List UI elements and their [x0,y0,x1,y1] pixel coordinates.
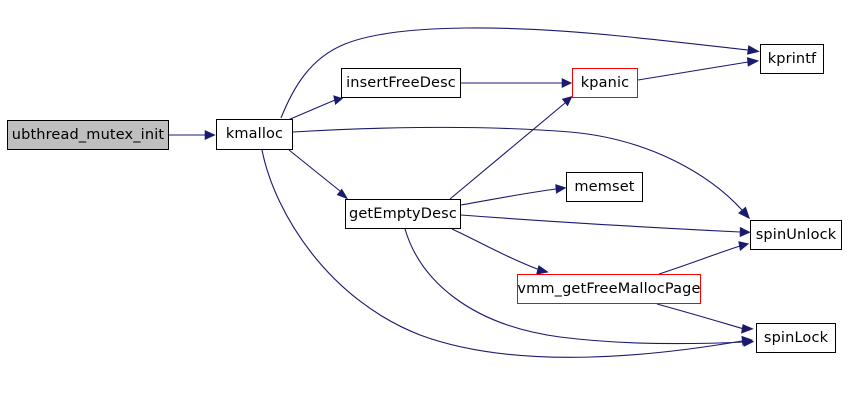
node-spin-unlock[interactable]: spinUnlock [750,220,842,250]
node-label: kpanic [580,74,630,91]
node-label: spinUnlock [755,226,837,243]
edge-getEmptyDesc-kpanic [449,96,573,200]
node-label: kmalloc [225,126,284,143]
node-label: ubthread_mutex_init [11,126,165,143]
node-ubthread-mutex-init[interactable]: ubthread_mutex_init [7,120,169,150]
node-label: kprintf [767,50,817,67]
node-spin-lock[interactable]: spinLock [756,323,836,353]
edge-kmalloc-spinLock [261,149,754,358]
node-label: vmm_getFreeMallocPage [517,280,701,297]
edge-getEmptyDesc-spinLock [404,228,755,347]
node-kpanic[interactable]: kpanic [572,68,638,98]
edge-getEmptyDesc-spinUnlock [460,214,751,238]
node-kprintf[interactable]: kprintf [760,44,824,74]
node-label: insertFreeDesc [346,74,456,91]
edge-getEmptyDesc-vmm_getFreeMallocPage [451,228,549,275]
edge-ubthread_mutex_init-kmalloc [169,130,216,140]
node-label: getEmptyDesc [349,205,457,222]
edge-kmalloc-insertFreeDesc [287,95,344,121]
node-get-empty-desc[interactable]: getEmptyDesc [345,199,461,229]
edge-vmm_getFreeMallocPage-spinUnlock [658,241,750,275]
node-insert-free-desc[interactable]: insertFreeDesc [341,68,461,98]
edge-vmm_getFreeMallocPage-spinLock [656,303,754,334]
edge-kpanic-kprintf [637,57,760,81]
edge-kmalloc-spinUnlock [292,126,751,220]
edge-getEmptyDesc-memset [460,184,567,206]
node-label: memset [574,178,635,195]
node-vmm-get-free-malloc-page[interactable]: vmm_getFreeMallocPage [517,274,701,304]
edge-kmalloc-kprintf [280,27,760,119]
node-kmalloc[interactable]: kmalloc [216,119,293,150]
node-label: spinLock [763,329,829,346]
edge-insertFreeDesc-kpanic [461,78,573,88]
node-memset[interactable]: memset [566,172,643,202]
edge-kmalloc-getEmptyDesc [288,149,349,200]
